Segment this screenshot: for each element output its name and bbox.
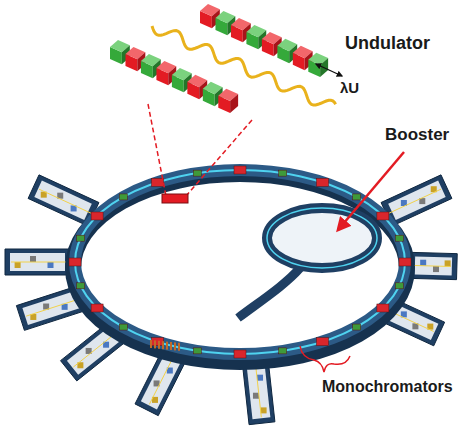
quadrupole-magnet [119,324,127,330]
curly-bracket [300,346,350,372]
dipole-magnet [234,350,246,358]
photon-beam [39,189,97,216]
instrument [257,375,263,381]
dipole-magnet [152,178,164,186]
undulator-label: Undulator [345,33,430,53]
rf-cavity [154,340,156,348]
booster-label: Booster [385,126,449,145]
rf-cavity [178,343,180,351]
instrument [253,393,259,399]
booster-beam-pipe [267,208,377,268]
linac-tunnel [238,268,300,318]
electron-trajectory [152,26,336,105]
magnet-block-side [230,94,238,113]
period-label: λU [340,80,359,97]
instrument [445,260,451,266]
dipole-magnet [69,258,81,266]
dipole-magnet [377,304,389,312]
dipole-magnet [317,178,329,186]
quadrupole-magnet [395,235,403,241]
rf-cavity [174,342,176,350]
monochromators-label: Monochromators [322,378,453,395]
electron-beam-pipe [75,170,405,354]
instrument [15,262,21,268]
zoom-line [148,104,166,196]
period-arrow [316,64,342,76]
monochromators-label: Monochromators [322,378,453,396]
dipole-magnet [234,166,246,174]
dipole-magnet [399,258,411,266]
rf-cavity [162,341,164,349]
period-label: λU [340,79,359,96]
booster-ring [267,208,377,268]
zoom-line [186,120,252,196]
quadrupole-magnet [279,348,287,354]
instrument [420,260,426,266]
dipole-magnet [91,304,103,312]
undulator-on-ring [162,194,188,203]
rf-cavity [170,342,172,350]
rf-cavity [158,341,160,349]
quadrupole-magnet [353,194,361,200]
instrument [433,266,439,272]
undulator-label: Undulator [345,34,430,54]
quadrupole-magnet [77,283,85,289]
instrument [261,407,267,413]
dipole-magnet [377,212,389,220]
instrument [48,262,54,268]
quadrupole-magnet [193,170,201,176]
dipole-magnet [91,212,103,220]
quadrupole-magnet [395,283,403,289]
instrument [30,256,36,262]
dipole-magnet [152,338,164,346]
ring-tunnel [75,170,405,354]
quadrupole-magnet [77,235,85,241]
photon-beam [383,189,441,216]
quadrupole-magnet [279,170,287,176]
booster-label: Booster [385,125,449,144]
dipole-magnet [317,338,329,346]
rf-cavity [150,340,152,348]
pointer-arrow [338,152,404,230]
quadrupole-magnet [193,348,201,354]
quadrupole-magnet [119,194,127,200]
rf-cavity [166,342,168,350]
quadrupole-magnet [353,324,361,330]
